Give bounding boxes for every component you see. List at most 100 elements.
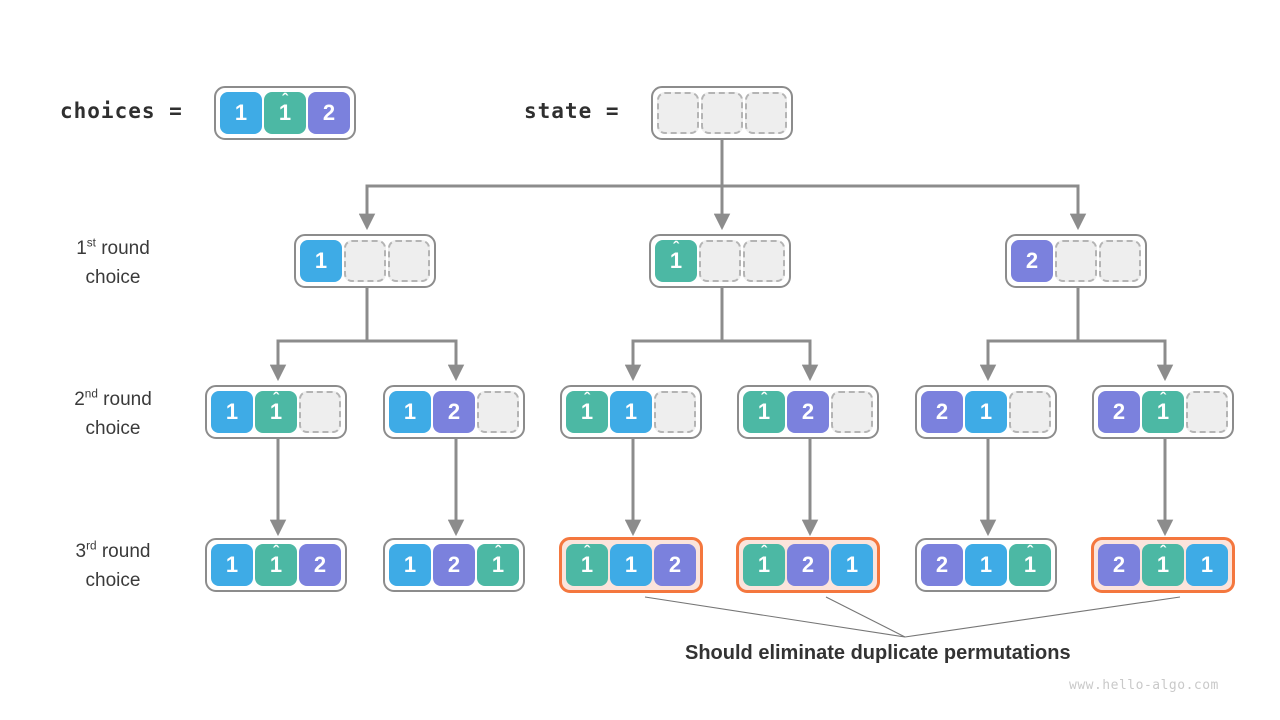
array-cell-value: 1 xyxy=(669,248,683,273)
array-cell: 1 xyxy=(300,240,342,282)
choices-label: choices = xyxy=(60,99,183,123)
array-cell-value: 1 xyxy=(757,552,771,577)
array-cell: 1 xyxy=(610,544,652,586)
array-cell-value: 1 xyxy=(403,399,417,424)
array-cell: 1 xyxy=(831,544,873,586)
row-ordinal-suffix: rd xyxy=(86,539,97,553)
caret-hat-icon: ˆ xyxy=(1027,542,1033,561)
array-cell-value: 2 xyxy=(447,552,461,577)
row-label-round-1: 1st round choice xyxy=(28,234,198,293)
array-cell-value: 1 xyxy=(979,399,993,424)
row-ordinal: 3 xyxy=(75,541,87,562)
array-cell-value: 2 xyxy=(447,399,461,424)
row-ordinal-suffix: st xyxy=(86,236,96,250)
array-cell: 2 xyxy=(433,391,475,433)
row-label-rest: round xyxy=(95,238,150,259)
array-cell: 1 xyxy=(1186,544,1228,586)
array-cell-value: 1 xyxy=(580,552,594,577)
row-label-round-2: 2nd round choice xyxy=(28,385,198,444)
array-cell: 2 xyxy=(433,544,475,586)
array-cell-empty xyxy=(699,240,741,282)
array-cell-value: 2 xyxy=(801,552,815,577)
array-cell-value: 2 xyxy=(1112,399,1126,424)
array-cell-value: 1 xyxy=(269,399,283,424)
watermark: www.hello-algo.com xyxy=(1069,678,1219,693)
array-cell-empty xyxy=(654,391,696,433)
array-cell: 1 xyxy=(389,544,431,586)
array-cell-value: 2 xyxy=(1112,552,1126,577)
array-cell-empty xyxy=(745,92,787,134)
array-cell-value: 2 xyxy=(313,552,327,577)
caption-text: Should eliminate duplicate permutations xyxy=(685,642,1071,664)
array-cell-empty xyxy=(1186,391,1228,433)
array-cell-value: 1 xyxy=(269,552,283,577)
array-cell: 1 xyxy=(610,391,652,433)
tree-node-r1n1: 1 xyxy=(294,234,436,288)
array-cell: 1 xyxy=(211,391,253,433)
array-cell: 1 xyxy=(965,391,1007,433)
array-cell-value: 1 xyxy=(225,399,239,424)
array-cell-empty xyxy=(477,391,519,433)
caret-hat-icon: ˆ xyxy=(1160,542,1166,561)
row-ordinal: 1 xyxy=(76,238,87,259)
array-cell: 2 xyxy=(1011,240,1053,282)
array-cell-value: 1 xyxy=(1156,552,1170,577)
array-cell-empty xyxy=(299,391,341,433)
array-cell-value: 2 xyxy=(935,399,949,424)
row-label-line1: 1st round xyxy=(28,234,198,263)
caret-hat-icon: ˆ xyxy=(1160,389,1166,408)
array-cell-empty xyxy=(1009,391,1051,433)
array-cell: 2 xyxy=(308,92,350,134)
array-cell-value: 1 xyxy=(314,248,328,273)
caret-hat-icon: ˆ xyxy=(273,542,279,561)
array-cell-value: 1 xyxy=(1156,399,1170,424)
row-label-line2: choice xyxy=(85,570,141,592)
array-cell: 2 xyxy=(787,391,829,433)
array-cell-value: 1 xyxy=(234,100,248,125)
array-node: 1 xyxy=(294,234,436,288)
state-array xyxy=(651,86,793,140)
state-label: state = xyxy=(524,99,620,123)
array-cell: 1 xyxy=(965,544,1007,586)
array-cell-value: 1 xyxy=(624,552,638,577)
caret-hat-icon: ˆ xyxy=(761,542,767,561)
row-label-rest: round xyxy=(96,541,151,562)
caret-hat-icon: ˆ xyxy=(273,389,279,408)
array-cell-empty xyxy=(743,240,785,282)
